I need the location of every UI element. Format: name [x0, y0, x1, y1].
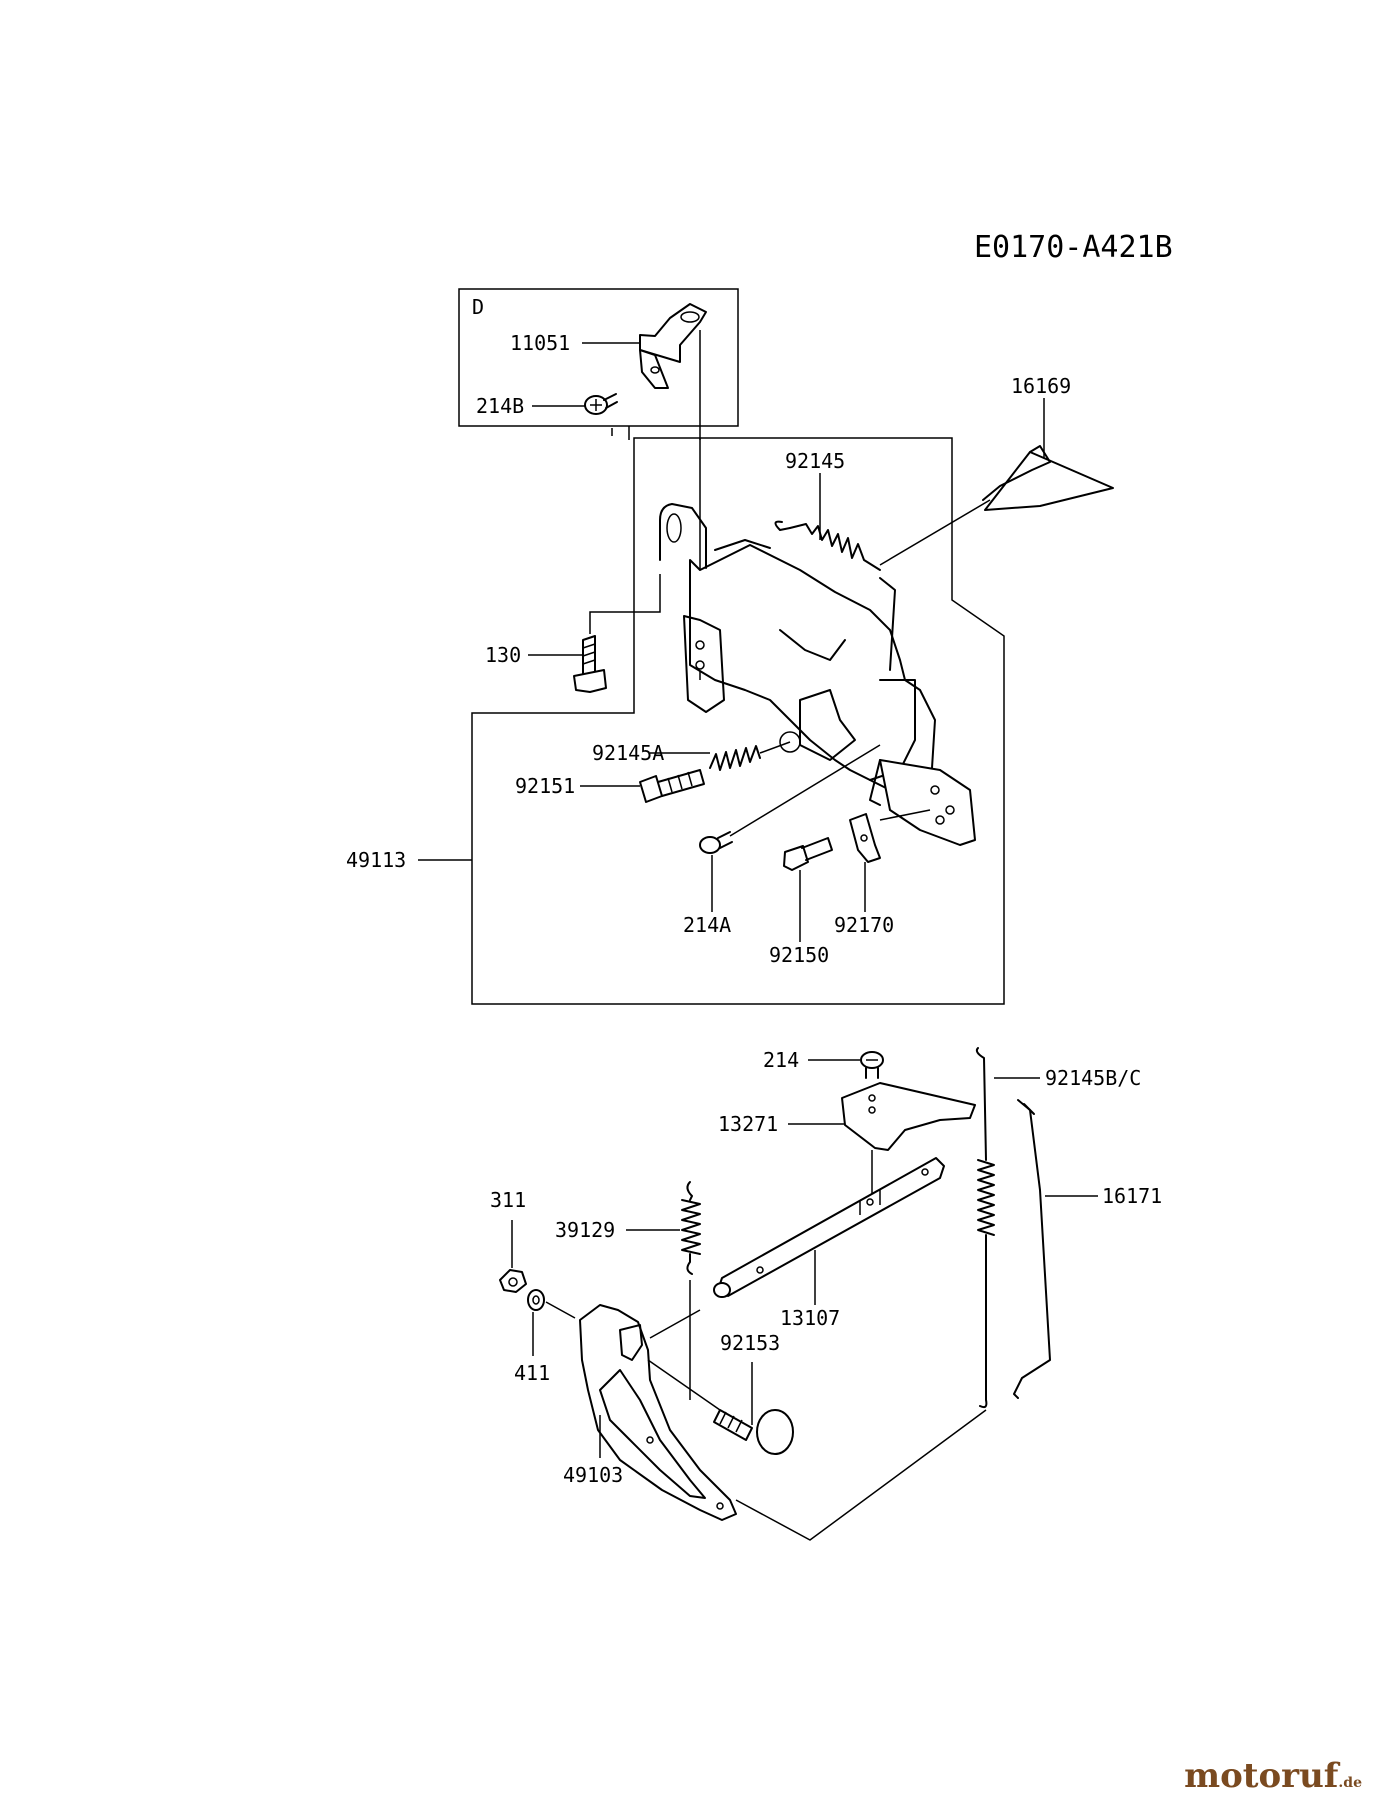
watermark-logo: motoruf.de: [1184, 1756, 1362, 1796]
leader-d-connector: [611, 330, 701, 440]
diagram-code: E0170-A421B: [974, 230, 1173, 265]
spring-92145bc-drawing: [975, 1047, 995, 1409]
label-92145bc: 92145B/C: [1045, 1066, 1141, 1090]
screw-214b-drawing: [584, 393, 618, 415]
label-16169: 16169: [1011, 374, 1071, 398]
detail-label-d: D: [472, 295, 484, 319]
label-214b: 214B: [476, 394, 524, 418]
label-16171: 16171: [1102, 1184, 1162, 1208]
label-92150: 92150: [769, 943, 829, 967]
label-130: 130: [485, 643, 521, 667]
screw-214-drawing: [860, 1051, 884, 1079]
spring-92145-drawing: [774, 520, 881, 571]
plate-13271-drawing: [841, 1082, 976, 1151]
label-92145: 92145: [785, 449, 845, 473]
control-plate-drawing: [659, 503, 976, 846]
nut-311-drawing: [499, 1269, 527, 1293]
label-214: 214: [763, 1048, 799, 1072]
label-214a: 214A: [683, 913, 731, 937]
assembly-frame-49113: [471, 437, 1005, 1005]
label-92153: 92153: [720, 1331, 780, 1355]
label-13107: 13107: [780, 1306, 840, 1330]
screw-92151-drawing: [639, 769, 705, 803]
label-411: 411: [514, 1361, 550, 1385]
rod-16171-drawing: [1013, 1099, 1051, 1399]
bracket-11051-drawing: [639, 303, 707, 389]
label-11051: 11051: [510, 331, 570, 355]
label-39129: 39129: [555, 1218, 615, 1242]
label-49103: 49103: [563, 1463, 623, 1487]
rod-16169-drawing: [879, 445, 1114, 566]
bolt-92150-drawing: [783, 837, 833, 871]
shaft-13107-drawing: [713, 1157, 945, 1298]
label-13271: 13271: [718, 1112, 778, 1136]
clamp-92170-drawing: [849, 813, 881, 863]
label-49113: 49113: [346, 848, 406, 872]
bolt-92153-drawing: [713, 1409, 794, 1455]
spring-39129-drawing: [681, 1181, 701, 1275]
detail-box-d: [458, 288, 739, 427]
spring-92145a-drawing: [709, 745, 761, 771]
label-92151: 92151: [515, 774, 575, 798]
screw-214a-drawing: [699, 831, 733, 854]
bolt-130-drawing: [573, 635, 607, 693]
label-311: 311: [490, 1188, 526, 1212]
label-92170: 92170: [834, 913, 894, 937]
washer-411-drawing: [527, 1289, 545, 1311]
lever-49103-drawing: [579, 1304, 737, 1521]
label-92145a: 92145A: [592, 741, 664, 765]
